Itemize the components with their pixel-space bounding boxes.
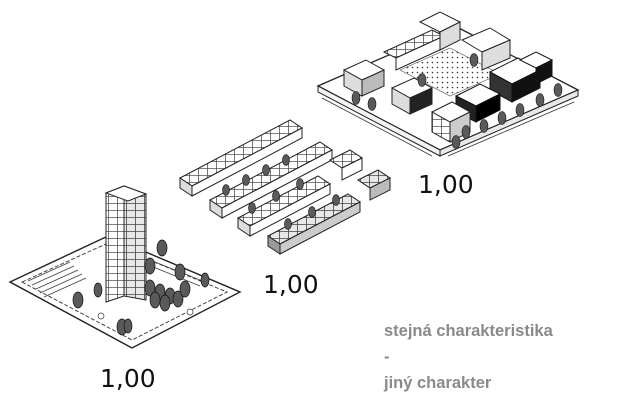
row-housing-model: [180, 120, 390, 254]
caption: stejná charakteristika - jiný charakter: [384, 318, 624, 396]
far-label-row-housing: 1,00: [263, 270, 319, 299]
far-label-tower: 1,00: [100, 364, 156, 393]
caption-line-1: stejná charakteristika: [384, 318, 624, 344]
tower-site-model: [10, 186, 240, 348]
caption-line-3: jiný charakter: [384, 370, 624, 396]
far-label-perimeter-block: 1,00: [418, 170, 474, 199]
caption-line-2: -: [384, 344, 624, 370]
perimeter-block-model: [318, 12, 578, 156]
